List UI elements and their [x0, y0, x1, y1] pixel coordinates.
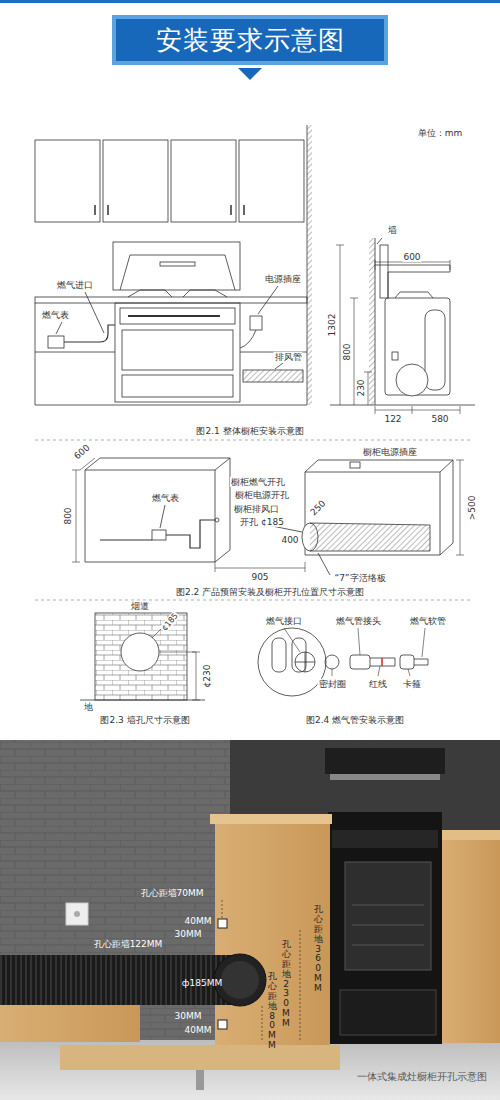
part-name: 燃气表	[151, 493, 180, 503]
part-name: 燃气管接头	[335, 616, 382, 626]
dimension: 600	[71, 442, 92, 462]
part-name: 烟道	[130, 601, 150, 611]
page-title: 安装要求示意图	[156, 23, 345, 58]
dimension: 孔心距地230MM	[282, 940, 291, 1029]
dimension: 孔心距墙122MM	[93, 939, 164, 949]
photo-caption: 一体式集成灶橱柜开孔示意图	[357, 1070, 487, 1084]
dimension: 40MM	[184, 916, 213, 926]
part-name: 橱柜电源开孔	[234, 490, 290, 500]
dimension: 905	[250, 572, 269, 582]
figure-caption: 图2.3 墙孔尺寸示意图	[99, 715, 190, 725]
dimension: 开孔 ¢185	[239, 517, 285, 527]
dimension: 30MM	[174, 1011, 203, 1021]
part-name: 排风管	[274, 352, 303, 362]
dimension: 孔心距地80MM	[268, 972, 277, 1051]
part-name: 橱柜排风口	[233, 504, 280, 514]
part-name: 燃气进口	[56, 280, 94, 290]
dimension: ф185MM	[181, 978, 223, 988]
dimension: 122	[383, 414, 402, 424]
dimension: 孔心距地360MM	[314, 905, 323, 994]
figure-caption: 图2.4 燃气管安装示意图	[305, 715, 405, 725]
dimension: 600	[402, 252, 421, 262]
part-name: 橱柜燃气开孔	[230, 477, 286, 487]
part-name: 电源插座	[264, 274, 302, 284]
dimension: 230	[356, 378, 366, 397]
part-name: 红线	[368, 679, 388, 689]
figure-caption: 图2.1 整体橱柜安装示意图	[195, 426, 304, 436]
dimension: 1302	[327, 313, 337, 338]
part-name: 密封圈	[318, 679, 347, 689]
dimension: ¢230	[202, 664, 212, 689]
dimension: >500	[467, 495, 477, 522]
part-name: 卡箍	[402, 679, 422, 689]
unit-note: 单位：mm	[417, 128, 464, 138]
dimension: 400	[280, 535, 299, 545]
part-name: 燃气接口	[265, 616, 303, 626]
part-name: “7”字活络板	[333, 573, 386, 583]
dimension: 580	[430, 414, 449, 424]
dimension: ¢185	[159, 610, 180, 633]
part-name: 燃气软管	[409, 616, 447, 626]
part-name: 墙	[387, 225, 398, 235]
dimension: 30MM	[174, 929, 203, 939]
dimension: 800	[342, 342, 352, 361]
part-name: 地	[83, 702, 94, 712]
dimension: 800	[63, 506, 73, 525]
figure-caption: 图2.2 产品预留安装及橱柜开孔位置尺寸示意图	[175, 587, 365, 597]
dimension: 40MM	[184, 1025, 213, 1035]
part-name: 燃气表	[41, 310, 70, 320]
dimension: 孔心距墙70MM	[140, 888, 205, 898]
part-name: 橱柜电源插座	[362, 447, 418, 457]
dimension: 250	[308, 498, 329, 519]
